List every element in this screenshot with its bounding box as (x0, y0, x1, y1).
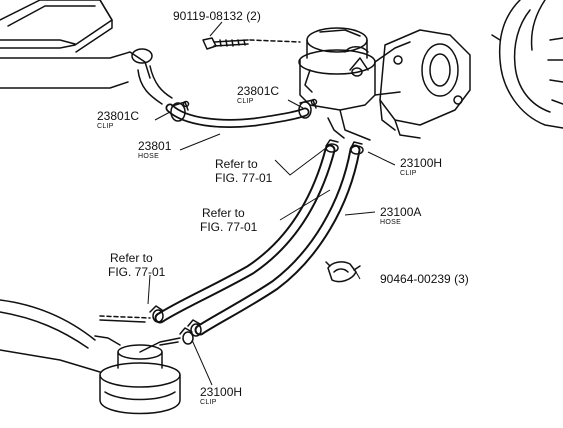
clip-90464-label: 90464-00239 (3) (380, 272, 469, 286)
engine-block-right (491, 0, 563, 129)
breather-pipe (0, 48, 173, 105)
ref-fig-3-line2: FIG. 77-01 (108, 265, 166, 279)
bolt-90119 (202, 37, 301, 50)
leader-lines (147, 21, 396, 386)
fuel-pump (298, 27, 411, 141)
clip-23100h-bottom-name: CLIP (200, 399, 217, 406)
bolt-label: 90119-08132 (2) (173, 9, 261, 23)
hose-23801 (165, 103, 310, 128)
fuel-lines-bottom (0, 299, 151, 373)
clip-23100h-bottom (149, 305, 202, 345)
hose-23100a-part: 23100A (380, 205, 422, 219)
ref-fig-2-line1: Refer to (202, 206, 245, 220)
clip-23801c-left-name: CLIP (97, 123, 114, 130)
ref-fig-2-line2: FIG. 77-01 (200, 220, 258, 234)
clip-23801c-left-part: 23801C (97, 109, 140, 123)
clip-23801c-top-name: CLIP (237, 98, 254, 105)
fuel-filter (94, 335, 181, 415)
clip-23100h-bottom-part: 23100H (200, 385, 243, 399)
clip-23801c-top-part: 23801C (237, 84, 280, 98)
hose-23100a (154, 144, 361, 336)
clip-23100h-top-name: CLIP (400, 170, 417, 177)
clip-90464 (325, 261, 361, 283)
hose-23801-part: 23801 (138, 139, 172, 153)
ref-fig-3-line1: Refer to (110, 251, 153, 265)
hose-23801-name: HOSE (138, 153, 160, 160)
ref-fig-1-line2: FIG. 77-01 (215, 171, 273, 185)
engine-cover (0, 0, 113, 53)
hose-23100a-name: HOSE (380, 219, 402, 226)
ref-fig-1-line1: Refer to (215, 157, 258, 171)
clip-23801c-left (170, 100, 190, 122)
pump-flange (379, 29, 471, 139)
clip-23100h-top-part: 23100H (400, 156, 443, 170)
